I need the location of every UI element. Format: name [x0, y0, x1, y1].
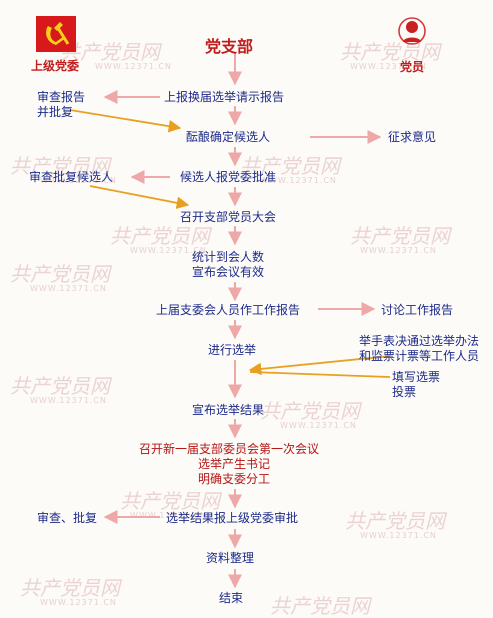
step-count-attendance: 统计到会人数 [192, 250, 265, 264]
step-submit-request: 上报换届选举请示报告 [164, 90, 285, 104]
watermark-url: WWW.12371.CN [40, 598, 117, 607]
watermark-url: WWW.12371.CN [260, 176, 337, 185]
right-discuss-report: 讨论工作报告 [381, 303, 454, 317]
watermark-url: WWW.12371.CN [280, 421, 357, 430]
watermark-url: WWW.12371.CN [30, 396, 107, 405]
step-declare-valid: 宣布会议有效 [192, 265, 265, 279]
right-elect-monitors: 和监票计票等工作人员 [359, 349, 480, 363]
arrow-return [248, 355, 391, 376]
watermark-url: WWW.12371.CN [350, 62, 427, 71]
step-announce-results: 宣布选举结果 [192, 403, 265, 417]
right-solicit-opinions: 征求意见 [388, 130, 437, 144]
step-report-candidates: 候选人报党委批准 [180, 170, 277, 184]
watermark-url: WWW.12371.CN [360, 246, 437, 255]
page-title: 党支部 [205, 37, 254, 56]
watermark-url: WWW.12371.CN [30, 284, 107, 293]
left-review-approve: 审查、批复 [37, 511, 98, 525]
arrow-return [69, 109, 182, 133]
step-end: 结束 [219, 591, 244, 605]
step-first-meeting: 召开新一届支部委员会第一次会议 [139, 442, 320, 456]
left-approve: 并批复 [37, 105, 74, 119]
superior-committee-label: 上级党委 [31, 59, 80, 73]
step-assign-duties: 明确支委分工 [198, 472, 271, 486]
arrow-return [249, 371, 391, 378]
right-fill-ballot: 填写选票 [392, 370, 441, 384]
step-nominate-candidates: 酝酿确定候选人 [186, 130, 271, 144]
step-elect-secretary: 选举产生书记 [198, 457, 271, 471]
party-emblem-icon [36, 16, 76, 52]
watermark-url: WWW.12371.CN [130, 511, 207, 520]
watermark-url: WWW.12371.CN [40, 176, 117, 185]
party-member-avatar-icon [398, 17, 426, 45]
step-conduct-election: 进行选举 [208, 343, 257, 357]
left-review-candidates: 审查批复候选人 [29, 170, 114, 184]
watermark-url: WWW.12371.CN [360, 531, 437, 540]
watermark-url: WWW.12371.CN [95, 62, 172, 71]
right-cast-vote: 投票 [392, 385, 417, 399]
watermark-url: WWW.12371.CN [130, 246, 207, 255]
party-member-label: 党员 [400, 60, 425, 74]
step-report-results: 选举结果报上级党委审批 [166, 511, 299, 525]
step-organize-materials: 资料整理 [206, 551, 255, 565]
left-review-report: 审查报告 [37, 90, 86, 104]
arrow-return [89, 185, 190, 210]
step-work-report: 上届支委会人员作工作报告 [156, 303, 301, 317]
right-vote-rules: 举手表决通过选举办法 [359, 334, 480, 348]
step-convene-assembly: 召开支部党员大会 [180, 210, 277, 224]
